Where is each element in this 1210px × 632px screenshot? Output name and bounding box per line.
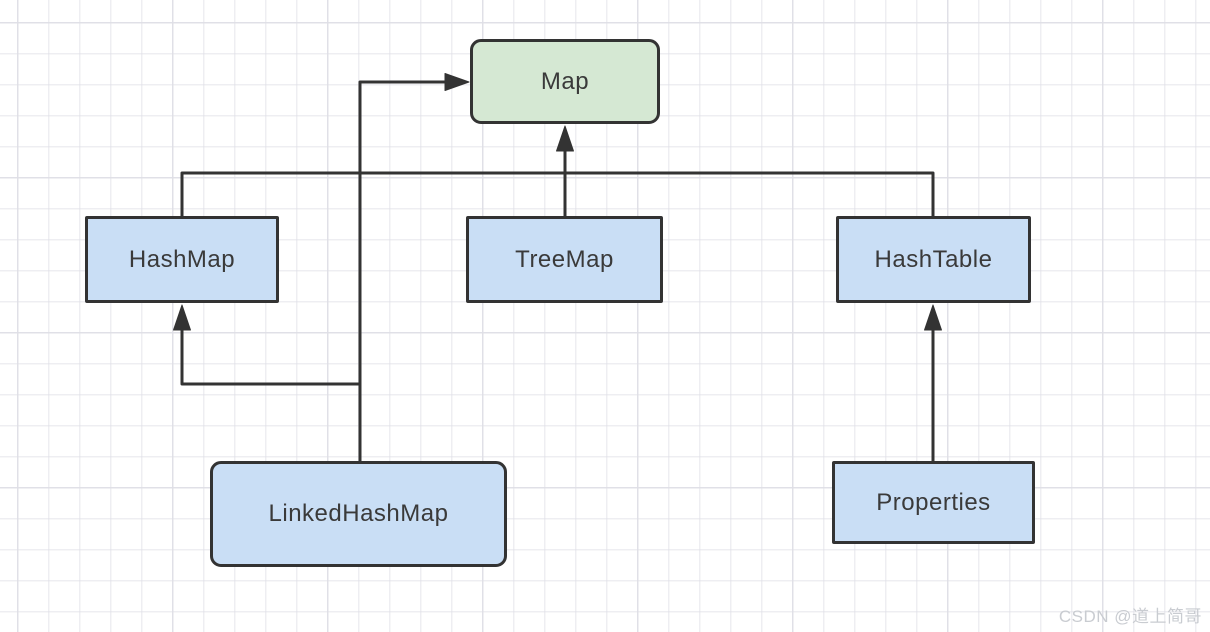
node-hashmap-label: HashMap <box>128 245 236 273</box>
watermark-text: CSDN @道上简哥 <box>1058 607 1202 626</box>
arrowhead-into-map-left <box>444 73 470 91</box>
arrowhead-into-map-bottom <box>556 125 574 152</box>
node-treemap-label: TreeMap <box>515 245 614 273</box>
arrowhead-into-hashtable-bottom <box>924 304 942 331</box>
edge-linkedhashmap-to-map <box>358 80 448 463</box>
node-properties: Properties <box>832 461 1035 544</box>
edge-linkedhashmap-to-hashmap <box>180 329 362 386</box>
node-linkedhashmap: LinkedHashMap <box>210 461 507 567</box>
node-map-label: Map <box>540 67 590 95</box>
node-linkedhashmap-label: LinkedHashMap <box>268 500 449 527</box>
node-hashtable: HashTable <box>836 216 1031 303</box>
arrowhead-into-hashmap-bottom <box>173 304 191 331</box>
node-hashtable-label: HashTable <box>874 245 993 273</box>
node-treemap: TreeMap <box>466 216 663 303</box>
edge-hashmap-hashtable-bus <box>180 171 935 218</box>
node-map: Map <box>470 39 660 124</box>
node-hashmap: HashMap <box>85 216 279 303</box>
node-properties-label: Properties <box>876 488 991 516</box>
